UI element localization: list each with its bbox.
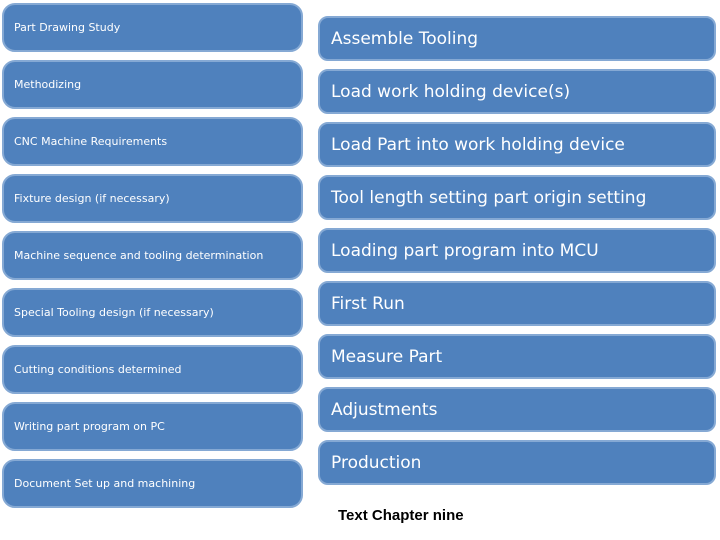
step-first-run: First Run [318, 281, 716, 326]
step-cutting-conditions: Cutting conditions determined [2, 345, 303, 394]
step-production: Production [318, 440, 716, 485]
step-assemble-tooling: Assemble Tooling [318, 16, 716, 61]
step-writing-part-program: Writing part program on PC [2, 402, 303, 451]
step-fixture-design: Fixture design (if necessary) [2, 174, 303, 223]
step-measure-part: Measure Part [318, 334, 716, 379]
step-machine-sequence: Machine sequence and tooling determinati… [2, 231, 303, 280]
step-document-setup: Document Set up and machining [2, 459, 303, 508]
left-process-column: Part Drawing Study Methodizing CNC Machi… [2, 3, 303, 508]
step-loading-program-mcu: Loading part program into MCU [318, 228, 716, 273]
step-methodizing: Methodizing [2, 60, 303, 109]
step-tool-length-setting: Tool length setting part origin setting [318, 175, 716, 220]
step-part-drawing-study: Part Drawing Study [2, 3, 303, 52]
step-load-part: Load Part into work holding device [318, 122, 716, 167]
slide-caption: Text Chapter nine [338, 507, 464, 524]
step-load-work-holding: Load work holding device(s) [318, 69, 716, 114]
step-adjustments: Adjustments [318, 387, 716, 432]
right-process-column: Assemble Tooling Load work holding devic… [318, 16, 716, 485]
step-special-tooling-design: Special Tooling design (if necessary) [2, 288, 303, 337]
step-cnc-machine-requirements: CNC Machine Requirements [2, 117, 303, 166]
